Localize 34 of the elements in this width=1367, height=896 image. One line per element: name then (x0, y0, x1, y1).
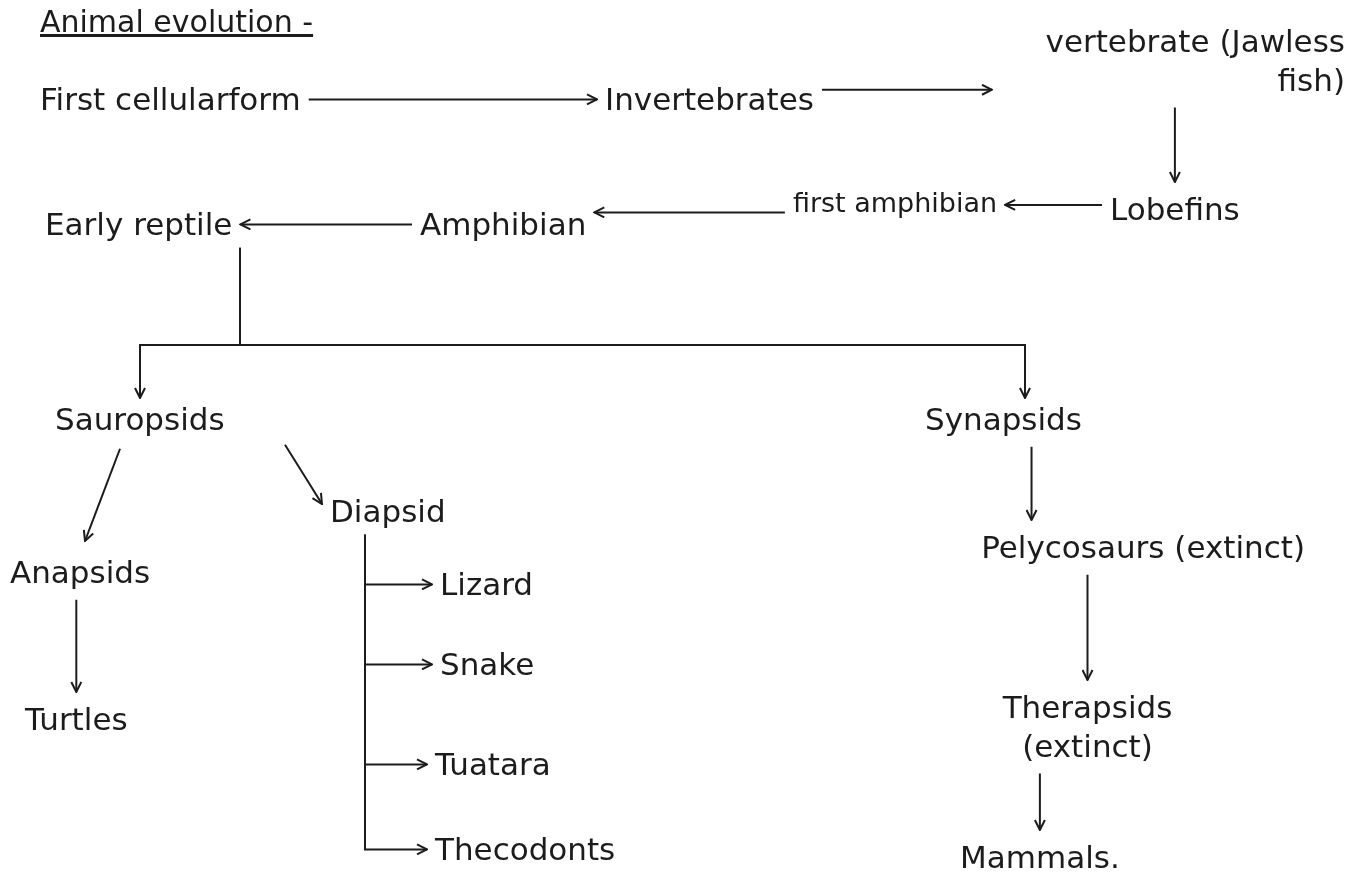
taxon-label: Lizard (440, 565, 534, 604)
taxon-label: Diapsid (330, 492, 446, 531)
taxon-label: Tuatara (435, 745, 551, 784)
arrow (239, 246, 1031, 399)
taxon-label: Pelycosaurs (extinct) (981, 528, 1305, 567)
arrow (239, 218, 413, 231)
taxon-label: Thecodonts (435, 830, 616, 869)
taxon-label: Therapsids (extinct) (1001, 688, 1174, 766)
arrow (70, 598, 83, 693)
taxon-label: vertebrate (Jawless fish) (1044, 22, 1345, 100)
taxon-label: Anapsids (10, 553, 151, 592)
taxon-label: Synapsids (925, 400, 1082, 439)
arrow (284, 443, 323, 505)
taxon-label: Sauropsids (55, 400, 225, 439)
arrow (1168, 106, 1181, 183)
title: Animal evolution - (40, 4, 314, 39)
taxon-label: Lobefins (1110, 190, 1240, 229)
taxon-label: First cellularform (40, 80, 301, 119)
arrow (1025, 445, 1038, 521)
arrow (1004, 198, 1103, 211)
taxon-label: Early reptile (45, 205, 233, 244)
taxon-label: first amphibian (792, 186, 998, 220)
taxon-label: Mammals. (960, 838, 1120, 877)
arrow (593, 206, 786, 219)
taxon-label: Invertebrates (605, 80, 814, 119)
arrow (364, 533, 428, 856)
arrow (1081, 573, 1094, 681)
arrow (821, 83, 993, 96)
taxon-label: Snake (440, 645, 535, 684)
arrow (82, 447, 121, 542)
taxon-label: Turtles (25, 700, 128, 739)
arrow (307, 93, 598, 106)
arrow (1033, 772, 1046, 831)
taxon-label: Amphibian (420, 205, 587, 244)
